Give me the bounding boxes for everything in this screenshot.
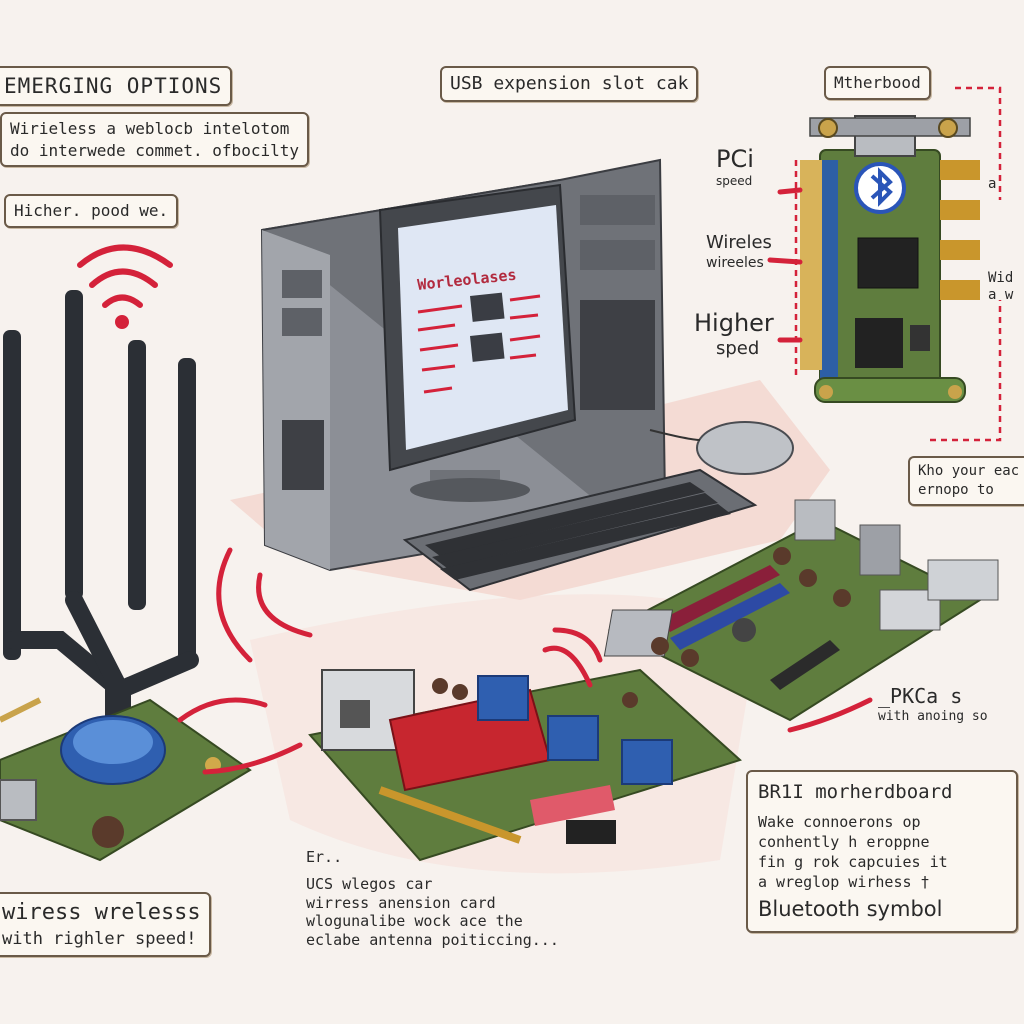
ucs-line-2: wirress anension card: [306, 893, 496, 912]
right-info-line-1: Kho your eac: [918, 463, 1020, 479]
pkca-line-1: _PKCa s: [878, 684, 963, 708]
wiress-line-1: wiress wrelesss: [2, 900, 201, 925]
bri-card-line-3: fin g rok capcuies it: [758, 853, 948, 872]
wiress-line-2: with righler speed!: [2, 928, 197, 949]
wireless-intro-line-2: do interwede commet. ofbocilty: [10, 140, 299, 160]
ucs-line-4: eclabe antenna poiticcing...: [306, 931, 559, 949]
motherboard-tag-text: Mtherbood: [834, 73, 921, 92]
motherboard-tag-note: Mtherbood: [824, 66, 931, 100]
usb-title-text: USB expension slot cak: [450, 73, 689, 94]
bri-card-line-4: a wreglop wirhess †: [758, 873, 930, 892]
motherboard-illustration: [603, 499, 999, 722]
bluetooth-icon: [870, 167, 893, 207]
pci-label-main: PCi: [716, 145, 754, 173]
higher-speed-label: Higher sped: [694, 308, 774, 361]
expansion-card-illustration: [308, 668, 742, 862]
ucs-line-0: Er..: [306, 848, 343, 866]
usb-title-note: USB expension slot cak: [440, 66, 699, 103]
wireless-intro-line-1: Wirieless a weblocb intelotom: [10, 119, 290, 138]
wiress-wireless-note: wiress wrelesss with righler speed!: [0, 892, 211, 957]
wifi-icon: [77, 244, 173, 329]
wireless-label-line-2: wireeles: [706, 254, 764, 271]
desktop-computer-illustration: Worleolases: [260, 158, 794, 592]
right-clip-line-3: a w: [988, 287, 1014, 303]
signal-arcs: [177, 187, 873, 775]
ucs-line-1: UCS wlegos car: [306, 874, 433, 893]
higher-good-note: Hicher. pood we.: [4, 194, 179, 228]
higher-speed-line-1: Higher: [694, 309, 774, 337]
keyboard-keys: [425, 482, 731, 580]
right-clip-line-2: Wid: [988, 269, 1014, 286]
wireless-intro-note: Wirieless a weblocb intelotom do interwe…: [0, 112, 309, 168]
emerging-options-note: EMERGING OPTIONS: [0, 66, 233, 107]
right-info-line-2: ernopo to: [918, 481, 994, 498]
right-clip-line-1: a: [988, 176, 997, 192]
right-clipped-labels: a Wid a w: [988, 176, 1013, 305]
dashed-leader-lines: [794, 86, 1002, 442]
pkca-line-2: with anoing so: [878, 709, 988, 724]
wireless-label: Wireles wireeles: [706, 232, 772, 272]
pci-label-sub: speed: [716, 174, 753, 188]
higher-speed-line-2: sped: [716, 338, 760, 359]
bri-motherboard-card: BR1I morherdboard Wake connoerons op con…: [746, 770, 1018, 933]
wireless-router-illustration: [0, 244, 252, 862]
right-info-note: Kho your eac ernopo to: [908, 456, 1024, 506]
pci-card-illustration: [800, 115, 980, 403]
emerging-options-title: EMERGING OPTIONS: [4, 74, 223, 98]
higher-good-text: Hicher. pood we.: [14, 201, 169, 220]
wireless-label-line-1: Wireles: [706, 232, 772, 253]
pci-label: PCi speed: [716, 144, 754, 189]
screen-text-lines: [417, 304, 463, 394]
pkca-label: _PKCa s with anoing so: [878, 684, 1024, 725]
ucs-card-text: Er.. UCS wlegos car wirress anension car…: [306, 848, 559, 950]
bri-card-line-2: conhently h eroppne: [758, 832, 930, 851]
bri-card-line-5: Bluetooth symbol: [758, 896, 943, 921]
bri-card-line-1: Wake connoerons op: [758, 812, 921, 831]
bri-card-title: BR1I morherdboard: [758, 781, 953, 803]
ucs-line-3: wlogunalibe wock ace the: [306, 912, 523, 931]
